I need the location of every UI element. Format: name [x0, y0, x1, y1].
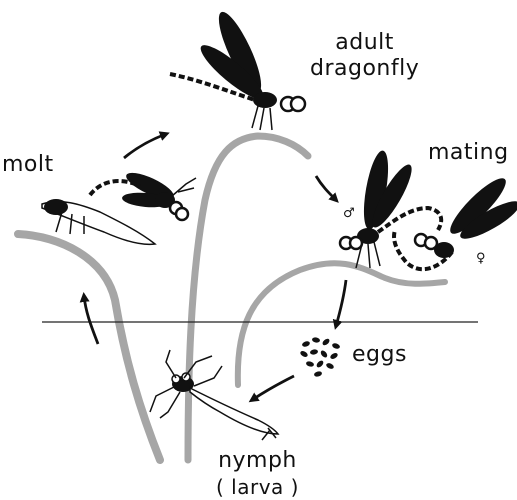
arrow-nymph-to-molt: [79, 292, 100, 345]
label-molt: molt: [2, 152, 54, 177]
molting-dragonfly-icon: [41, 172, 197, 246]
adult-wing-upper: [218, 11, 262, 93]
exuvia-body: [41, 200, 157, 246]
female-symbol: ♀: [476, 251, 486, 266]
label-nymph-larva: nymph ( larva ): [216, 448, 299, 500]
right-stem: [234, 260, 448, 388]
arrow-eggs-to-nymph: [248, 374, 295, 403]
arrow-mating-to-eggs: [332, 279, 348, 330]
arrow-molt-to-adult: [123, 131, 170, 160]
nymph-icon: [149, 349, 280, 441]
cycle-arrows: [79, 131, 348, 403]
adult-wing-lower: [200, 45, 264, 99]
label-nymph-line1: nymph: [218, 448, 297, 473]
adult-dragonfly-icon: [169, 11, 307, 131]
label-mating: mating: [428, 140, 509, 165]
label-adult-dragonfly: adult dragonfly: [310, 30, 419, 82]
center-stem: [184, 132, 312, 464]
label-adult-line1: adult: [335, 30, 394, 55]
label-nymph-line2: ( larva ): [216, 475, 299, 499]
mating-pair-icon: [338, 150, 517, 272]
adult-thorax: [253, 92, 277, 108]
label-eggs: eggs: [352, 342, 407, 367]
eggs-icon: [300, 337, 340, 377]
arrow-adult-to-mating: [314, 175, 339, 203]
male-symbol: ♂: [343, 206, 355, 221]
left-stem: [14, 230, 164, 464]
adult-abdomen: [169, 72, 256, 102]
label-adult-line2: dragonfly: [310, 56, 420, 81]
